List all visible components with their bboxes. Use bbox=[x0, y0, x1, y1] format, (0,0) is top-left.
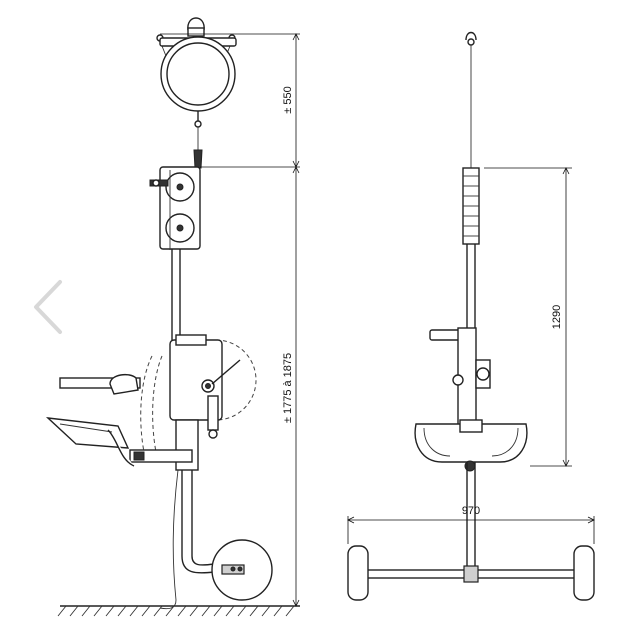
base-leg bbox=[181, 470, 273, 601]
chevron-left-icon bbox=[32, 278, 64, 336]
ground-line bbox=[57, 605, 300, 617]
boom-arm bbox=[59, 355, 163, 453]
front-view: 1290 970 bbox=[347, 31, 595, 601]
dimension-base-width: 970 bbox=[462, 505, 480, 517]
dimension-column-height: 1290 bbox=[551, 305, 563, 329]
seat bbox=[45, 417, 193, 467]
dimension-mast-height: ± 1775 à 1875 bbox=[282, 353, 294, 423]
dimension-hoist-height: ± 550 bbox=[282, 86, 294, 113]
previous-button[interactable] bbox=[24, 276, 74, 338]
carabiner-icon bbox=[193, 149, 203, 169]
column-head bbox=[149, 166, 201, 250]
base-crossbar bbox=[347, 545, 595, 601]
top-eye bbox=[465, 31, 477, 41]
side-view: ± 550 ± 1775 à 1875 bbox=[45, 17, 300, 617]
winch bbox=[169, 334, 257, 439]
mast bbox=[169, 170, 181, 342]
safety-strap bbox=[159, 469, 179, 610]
seat-front bbox=[414, 419, 528, 472]
dimension-lines-front bbox=[347, 167, 595, 544]
fall-arrest-block bbox=[159, 36, 237, 128]
dimension-lines-side bbox=[160, 33, 300, 607]
winch-front bbox=[429, 327, 491, 427]
